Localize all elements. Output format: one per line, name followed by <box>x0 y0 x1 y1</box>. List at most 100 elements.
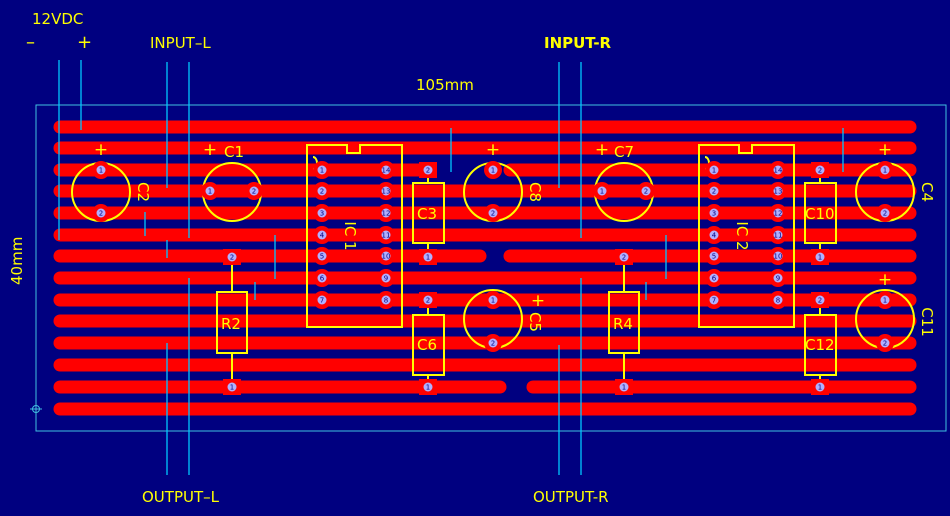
c1-polarity-mark: + <box>203 140 217 160</box>
pad-hole <box>815 165 825 175</box>
pad-hole <box>381 208 391 218</box>
r2-pad-1: 2 <box>223 249 241 265</box>
c8-pad-1: 1 <box>484 161 502 179</box>
c8-polarity-mark: + <box>486 140 500 160</box>
pad-hole <box>773 186 783 196</box>
ic1-pin-10: 10 <box>377 247 395 265</box>
pad-hole <box>880 338 890 348</box>
ic2-pin-1: 1 <box>705 161 723 179</box>
output-right-label: OUTPUT-R <box>533 488 609 506</box>
ic1-pin-2: 2 <box>313 182 331 200</box>
pin-number: 2 <box>491 340 495 348</box>
pad-hole <box>488 295 498 305</box>
ic1-pin-6: 6 <box>313 269 331 287</box>
r4-label: R4 <box>613 315 633 333</box>
pin-number: 7 <box>712 297 716 305</box>
pin-number: 2 <box>99 210 103 218</box>
ic1-pin-7: 7 <box>313 291 331 309</box>
pin-number: 2 <box>252 188 256 196</box>
pad-hole <box>423 165 433 175</box>
pad-hole <box>880 165 890 175</box>
pin-number: 2 <box>883 340 887 348</box>
pin-number: 12 <box>382 210 391 218</box>
pad-hole <box>381 186 391 196</box>
ic2-pin-7: 7 <box>705 291 723 309</box>
pin-number: 1 <box>491 167 495 175</box>
pad-hole <box>880 295 890 305</box>
pad-hole <box>227 252 237 262</box>
pin-number: 9 <box>384 275 388 283</box>
pad-hole <box>597 186 607 196</box>
pad-hole <box>423 252 433 262</box>
pin-number: 8 <box>384 297 388 305</box>
pad-hole <box>317 273 327 283</box>
pin-number: 3 <box>712 210 716 218</box>
c4-polarity-mark: + <box>878 140 892 160</box>
pad-hole <box>381 230 391 240</box>
pin-number: 11 <box>774 232 783 240</box>
c3-pad-2: 1 <box>419 249 437 265</box>
pin-number: 13 <box>774 188 783 196</box>
pin-number: 2 <box>818 297 822 305</box>
c1-label: C1 <box>224 143 244 161</box>
pin-number: 14 <box>774 167 783 175</box>
pad-hole <box>773 295 783 305</box>
pad-hole <box>773 273 783 283</box>
pin-number: 11 <box>382 232 391 240</box>
pin-number: 2 <box>622 254 626 262</box>
ic2-pin-11: 11 <box>769 226 787 244</box>
pin-number: 4 <box>320 232 325 240</box>
ic2-label: IC 2 <box>733 221 751 250</box>
c6-label: C6 <box>417 336 437 354</box>
pin-number: 1 <box>99 167 103 175</box>
pad-hole <box>815 382 825 392</box>
ic2-pin-9: 9 <box>769 269 787 287</box>
ic1-label: IC 1 <box>341 221 359 250</box>
c7-label: C7 <box>614 143 634 161</box>
pad-hole <box>381 273 391 283</box>
wires <box>58 60 844 475</box>
c8-label: C8 <box>526 182 544 202</box>
pad-hole <box>773 208 783 218</box>
c4-pad-1: 1 <box>876 161 894 179</box>
pad-hole <box>381 295 391 305</box>
ic1-pin-9: 9 <box>377 269 395 287</box>
ic2-pin-14: 14 <box>769 161 787 179</box>
r2-pad-2: 1 <box>223 379 241 395</box>
power-plus-label: + <box>77 32 92 53</box>
pin-number: 2 <box>320 188 324 196</box>
pin-number: 5 <box>712 253 716 261</box>
pin-number: 1 <box>622 384 626 392</box>
pad-hole <box>709 251 719 261</box>
ic2-pin-4: 4 <box>705 226 723 244</box>
pad-hole <box>709 295 719 305</box>
c12-pad-1: 2 <box>811 292 829 308</box>
pin-number: 9 <box>776 275 780 283</box>
pad-hole <box>488 165 498 175</box>
pin-number: 10 <box>382 253 391 261</box>
ic2-pin-5: 5 <box>705 247 723 265</box>
ic1-pin-14: 14 <box>377 161 395 179</box>
pin-number: 7 <box>320 297 324 305</box>
pin-number: 2 <box>818 167 822 175</box>
c2-label: C2 <box>134 182 152 202</box>
pin-number: 14 <box>382 167 391 175</box>
pin-number: 8 <box>776 297 780 305</box>
pad-hole <box>96 208 106 218</box>
c6-pad-1: 2 <box>419 292 437 308</box>
pin-number: 10 <box>774 253 783 261</box>
c2-polarity-mark: + <box>94 140 108 160</box>
pad-hole <box>641 186 651 196</box>
pad-hole <box>317 208 327 218</box>
pad-hole <box>381 165 391 175</box>
c11-pad-1: 1 <box>876 291 894 309</box>
board-outline <box>35 104 947 432</box>
pin-number: 2 <box>491 210 495 218</box>
c7-pad-2: 2 <box>637 182 655 200</box>
power-minus-label: – <box>26 32 35 53</box>
pad-hole <box>619 252 629 262</box>
pin-number: 1 <box>426 384 430 392</box>
pad-hole <box>709 165 719 175</box>
pin-number: 1 <box>230 384 234 392</box>
